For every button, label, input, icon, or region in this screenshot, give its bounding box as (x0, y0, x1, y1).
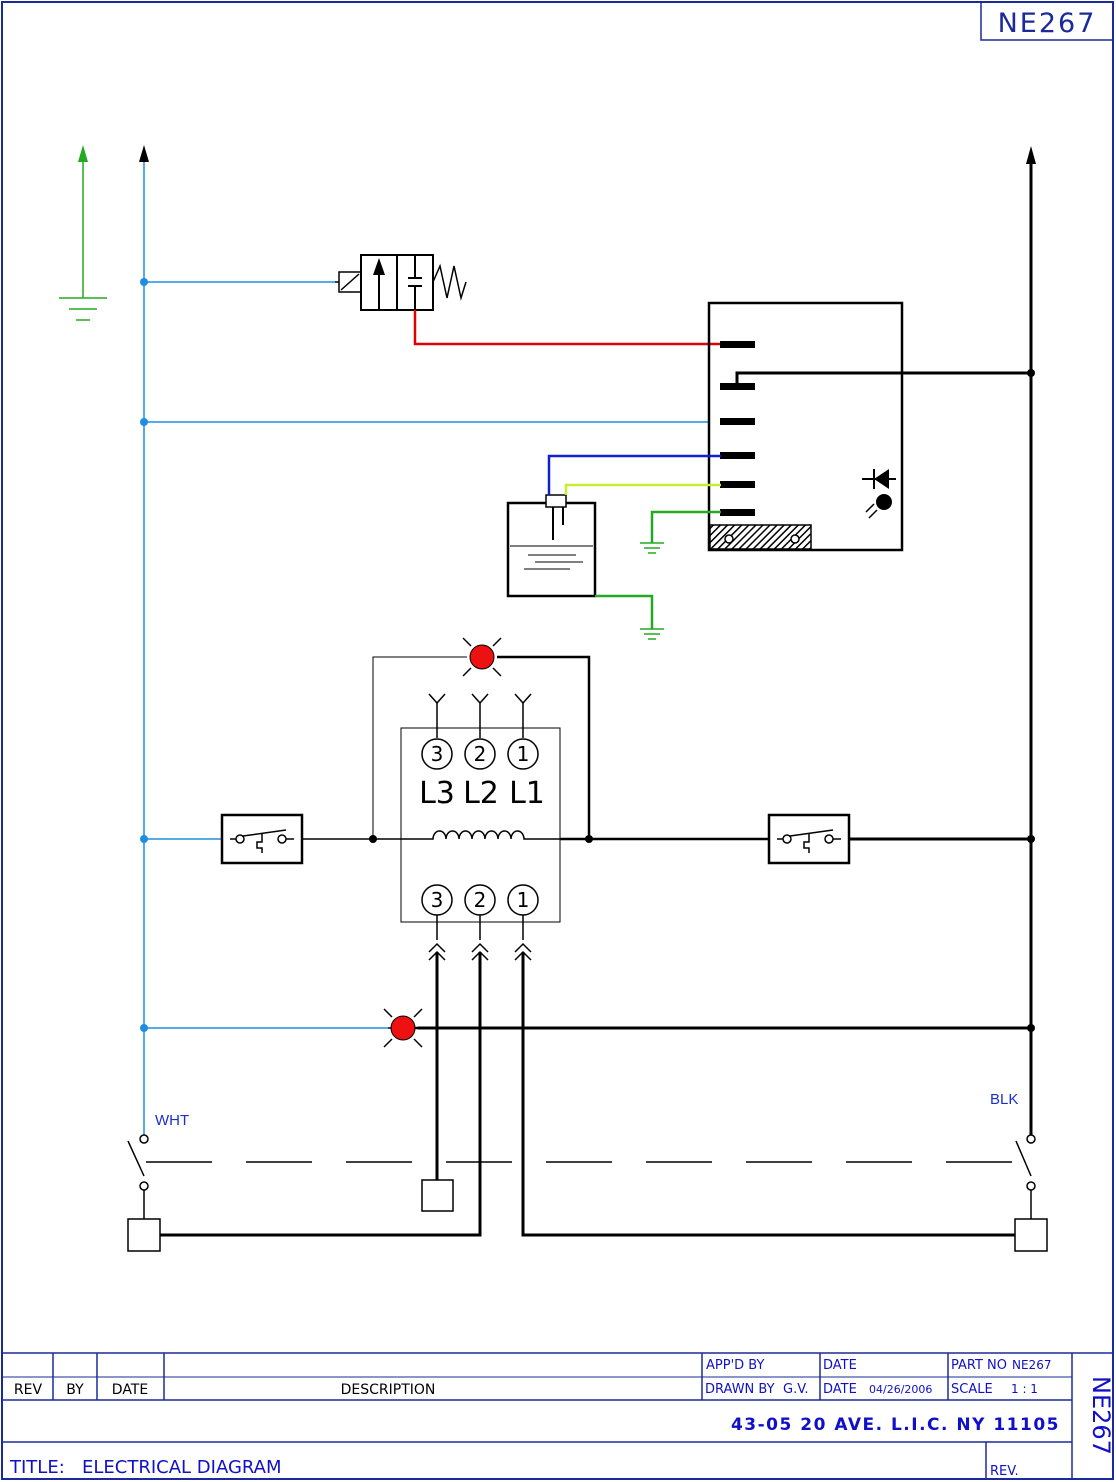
tb-side-number: NE267 (1087, 1376, 1115, 1455)
ground-symbol-tank (640, 628, 664, 640)
tb-address: 43-05 20 AVE. L.I.C. NY 11105 (731, 1415, 1060, 1435)
tb-appd-by-label: APP'D BY (706, 1358, 764, 1373)
contactor-coil (402, 830, 560, 840)
tb-drawn-date-value: 04/26/2006 (869, 1383, 932, 1396)
top-terminal-circles (421, 738, 539, 770)
probe-wire-yellow (564, 483, 721, 495)
indicator-lamp-bottom (383, 1008, 423, 1048)
tb-title-value: ELECTRICAL DIAGRAM (82, 1457, 282, 1478)
ground-wire-tank (595, 594, 654, 629)
top-terminal-2: 2 (474, 742, 487, 766)
bottom-terminal-3: 3 (431, 888, 444, 912)
tb-rev-bottom-label: REV. (990, 1464, 1019, 1479)
title-block (2, 1352, 1113, 1479)
coil-junctions (369, 835, 593, 843)
tb-by-header: BY (66, 1382, 84, 1398)
bottom-terminal-2: 2 (474, 888, 487, 912)
supply-terminals-top (428, 693, 532, 738)
bottom-terminal-circles (421, 884, 539, 916)
tb-part-no-value: NE267 (1012, 1358, 1051, 1372)
motor-contactor: 3 2 1 L3 L2 L1 3 2 1 (400, 693, 561, 923)
solenoid-valve (335, 254, 467, 311)
hot-bus (418, 162, 1033, 1135)
tb-scale-value: 1 : 1 (1011, 1382, 1038, 1396)
drawing-number: NE267 (998, 8, 1097, 39)
thermal-switch-right (767, 813, 851, 865)
main-disconnect (127, 1134, 1036, 1219)
level-controller (707, 301, 904, 552)
tb-drawn-date-label: DATE (823, 1382, 857, 1397)
neutral-junctions (140, 278, 148, 1032)
indicator-lamp-top (462, 637, 502, 677)
wire-label-blk: BLK (990, 1091, 1018, 1108)
tb-scale-label: SCALE (951, 1382, 993, 1397)
tb-appd-date-label: DATE (823, 1358, 857, 1373)
phase-label-l2: L2 (463, 776, 499, 811)
ground-symbol-controller (640, 542, 664, 554)
ground-wire-controller (650, 510, 721, 543)
probe-wire-blue (547, 454, 721, 495)
hot-junctions (1027, 369, 1035, 1032)
neutral-arrow (139, 145, 149, 162)
neutral-bus (143, 160, 709, 1136)
top-terminal-3: 3 (431, 742, 444, 766)
led-diode-icon (862, 469, 896, 519)
wire-label-wht: WHT (155, 1112, 189, 1129)
level-probe-tank (506, 494, 597, 598)
terminal-box-left (127, 1218, 161, 1252)
controller-terminals (720, 341, 755, 516)
phase-label-l1: L1 (509, 776, 545, 811)
bottom-terminal-1: 1 (517, 888, 530, 912)
tb-title-label: TITLE: (9, 1457, 65, 1478)
tb-drawn-by-value: G.V. (783, 1382, 809, 1397)
hot-arrow (1026, 146, 1036, 164)
phase-label-l3: L3 (419, 776, 455, 811)
terminal-box-center (421, 1179, 454, 1212)
motor-feed-wires (160, 952, 1015, 1237)
coil-circuit-wiring (302, 655, 769, 841)
drawing-number-box: NE267 (980, 2, 1112, 41)
tb-rev-header: REV (14, 1382, 43, 1398)
valve-wire-red (413, 310, 721, 346)
tb-part-no-label: PART NO (951, 1358, 1007, 1373)
ground-top-left (59, 145, 107, 321)
tb-date-header: DATE (112, 1382, 148, 1398)
terminal-box-right (1014, 1218, 1048, 1252)
thermal-switch-left (220, 813, 304, 865)
tb-drawn-by-label: DRAWN BY (705, 1382, 775, 1397)
tb-description-header: DESCRIPTION (341, 1382, 436, 1398)
top-terminal-1: 1 (517, 742, 530, 766)
